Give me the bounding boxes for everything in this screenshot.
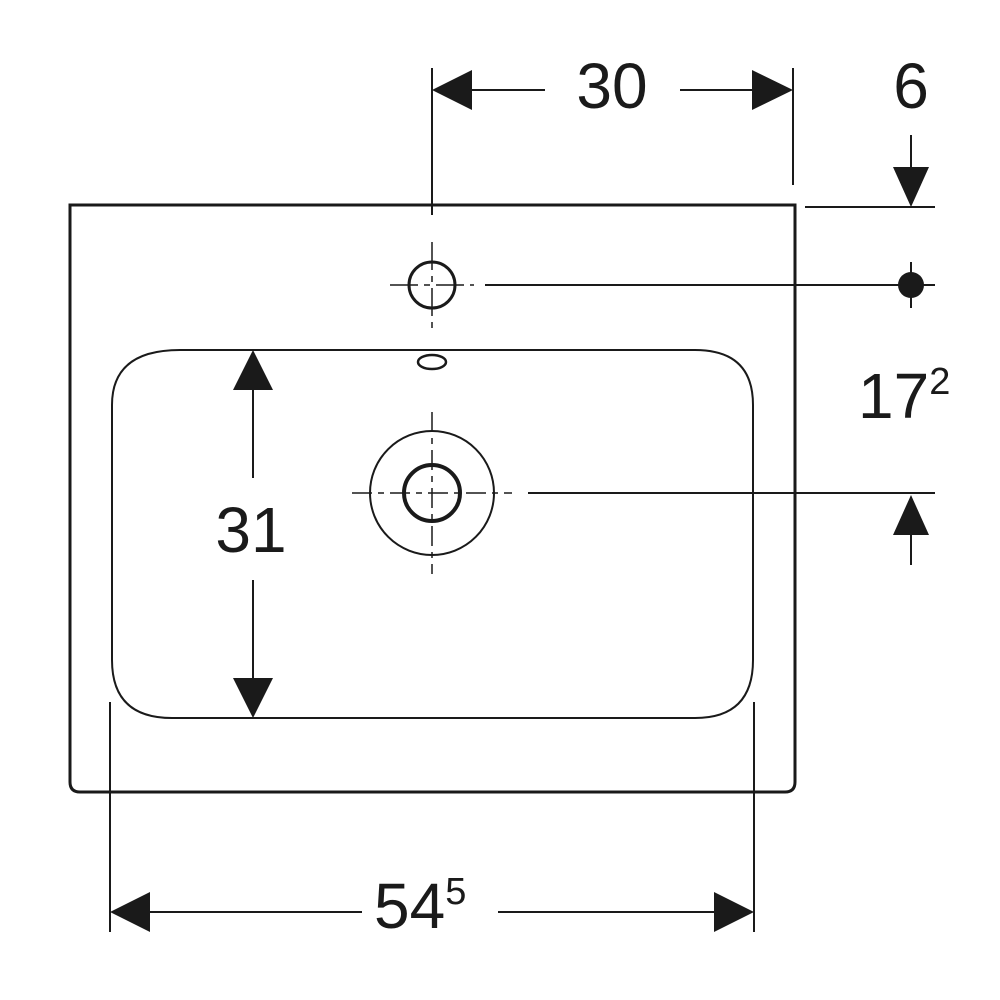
dimension-bowl-width: 545 [109,702,755,942]
basin-outer-outline [68,203,797,794]
dimension-54-sup: 5 [445,871,466,913]
bowl-inner-outline [111,349,754,719]
dimension-17-base: 17 [858,360,929,432]
dimension-tap-to-drain: 172 [528,360,950,565]
tap-hole [390,242,474,328]
dimension-54-label: 545 [374,870,466,942]
dimension-tap-from-edge: 6 [485,50,935,308]
dimension-bowl-depth: 31 [215,350,287,718]
dimension-31-label: 31 [215,494,286,566]
dimension-30-label: 30 [576,50,647,122]
dimension-6-label: 6 [893,50,929,122]
dimension-tap-offset: 30 [431,50,794,215]
overflow-slot [416,353,448,371]
drain [352,412,512,574]
dimension-54-base: 54 [374,870,445,942]
dimension-17-sup: 2 [929,361,950,403]
dimension-17-label: 172 [858,360,950,432]
